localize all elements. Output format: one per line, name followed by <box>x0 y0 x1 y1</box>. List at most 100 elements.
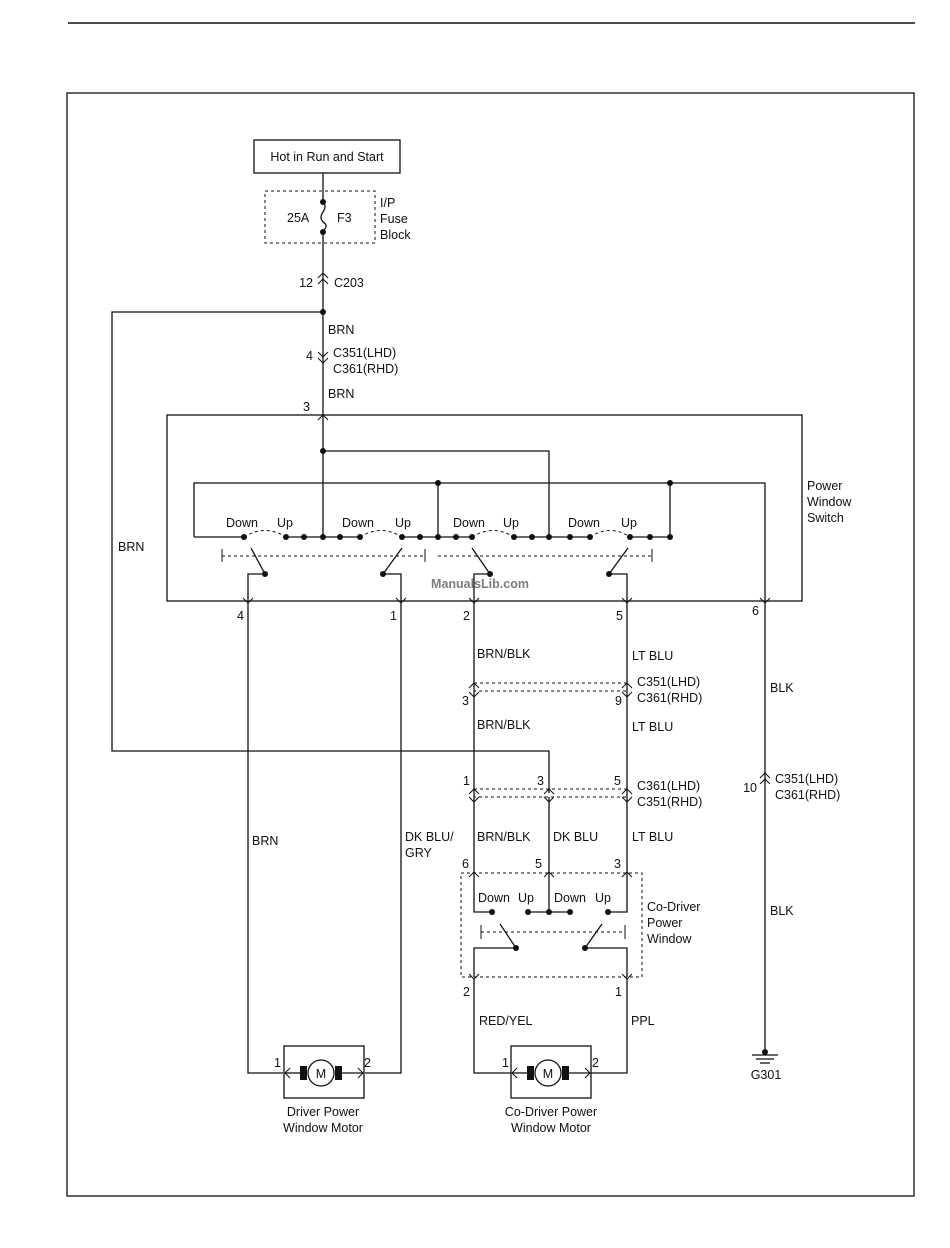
fuse-block: 25A F3 I/P Fuse Block <box>264 173 411 244</box>
power-source-box: Hot in Run and Start <box>253 139 401 174</box>
codriver-window-switch: 6 5 3 Co-Driver Power Window Down Up Dow… <box>460 857 700 999</box>
c361-low-connector: 1 3 5 C361(LHD) C351(RHD) <box>463 774 702 809</box>
power-window-switch: 3 Power Window Switch <box>166 400 852 623</box>
c203-connector: 12 C203 <box>299 272 364 290</box>
svg-text:Up: Up <box>621 516 637 530</box>
driver-motor-wire-2 <box>365 601 402 1074</box>
svg-text:Down: Down <box>226 516 258 530</box>
wire-label-lt-blu-1: LT BLU <box>632 649 673 663</box>
switch-title-3: Switch <box>807 511 844 525</box>
switch-pin-1: 1 <box>390 609 397 623</box>
svg-text:C203: C203 <box>334 276 364 290</box>
fuse-rating: 25A <box>287 211 310 225</box>
codriver-window-motor: M 1 2 Co-Driver Power Window Motor <box>502 1045 599 1135</box>
driver-motor-symbol: M <box>316 1067 326 1081</box>
svg-text:6: 6 <box>462 857 469 871</box>
wire-label-ppl: PPL <box>631 1014 655 1028</box>
ground-symbol: G301 <box>751 1049 782 1082</box>
driver-motor-wire-1 <box>247 601 283 1074</box>
wire-label-brn-top: BRN <box>328 323 354 337</box>
power-source-label: Hot in Run and Start <box>270 150 384 164</box>
wire-label-brn-blk-1: BRN/BLK <box>477 647 531 661</box>
svg-text:C361(RHD): C361(RHD) <box>333 362 398 376</box>
wire-label-lt-blu-3: LT BLU <box>632 830 673 844</box>
wire-label-blk-1: BLK <box>770 681 794 695</box>
svg-text:10: 10 <box>743 781 757 795</box>
c351-top-connector: 4 C351(LHD) C361(RHD) <box>306 346 398 376</box>
svg-text:C351(RHD): C351(RHD) <box>637 795 702 809</box>
svg-text:5: 5 <box>614 774 621 788</box>
switch-pin-4: 4 <box>237 609 244 623</box>
driver-motor-label-2: Window Motor <box>283 1121 363 1135</box>
svg-text:2: 2 <box>364 1056 371 1070</box>
wire-label-brn-driver: BRN <box>252 834 278 848</box>
svg-text:Up: Up <box>395 516 411 530</box>
wire-label-brn-blk-3: BRN/BLK <box>477 830 531 844</box>
svg-text:Up: Up <box>518 891 534 905</box>
svg-text:2: 2 <box>463 985 470 999</box>
codriver-motor-label-2: Window Motor <box>511 1121 591 1135</box>
wire-label-brn-blk-2: BRN/BLK <box>477 718 531 732</box>
svg-text:1: 1 <box>615 985 622 999</box>
svg-text:3: 3 <box>462 694 469 708</box>
svg-text:1: 1 <box>274 1056 281 1070</box>
switch-pin-2: 2 <box>463 609 470 623</box>
svg-text:Down: Down <box>568 516 600 530</box>
wire-label-brn-left: BRN <box>118 540 144 554</box>
wire-label-blk-2: BLK <box>770 904 794 918</box>
svg-text:9: 9 <box>615 694 622 708</box>
switch-title-1: Power <box>807 479 842 493</box>
svg-text:3: 3 <box>614 857 621 871</box>
codriver-motor-symbol: M <box>543 1067 553 1081</box>
svg-text:2: 2 <box>592 1056 599 1070</box>
svg-text:Up: Up <box>595 891 611 905</box>
svg-text:C351(LHD): C351(LHD) <box>333 346 396 360</box>
wire-label-brn-switch: BRN <box>328 387 354 401</box>
svg-text:Power: Power <box>647 916 682 930</box>
svg-text:Up: Up <box>277 516 293 530</box>
wire-label-red-yel: RED/YEL <box>479 1014 533 1028</box>
wire-label-dk-blu: DK BLU <box>553 830 598 844</box>
fuse-id: F3 <box>337 211 352 225</box>
svg-text:C361(LHD): C361(LHD) <box>637 779 700 793</box>
fuse-block-label-1: I/P <box>380 196 395 210</box>
svg-text:Window: Window <box>647 932 692 946</box>
svg-text:Down: Down <box>554 891 586 905</box>
c351-blk-connector: 10 C351(LHD) C361(RHD) <box>743 772 840 802</box>
svg-text:Up: Up <box>503 516 519 530</box>
switch-pin-6: 6 <box>752 604 759 618</box>
svg-text:12: 12 <box>299 276 313 290</box>
svg-text:Down: Down <box>342 516 374 530</box>
svg-text:3: 3 <box>537 774 544 788</box>
brn-loop-wire <box>111 311 550 793</box>
fuse-block-label-3: Block <box>380 228 411 242</box>
svg-text:Down: Down <box>478 891 510 905</box>
ground-label: G301 <box>751 1068 782 1082</box>
svg-text:1: 1 <box>463 774 470 788</box>
wire-label-dkblu-gry-2: GRY <box>405 846 433 860</box>
driver-window-motor: M 1 2 Driver Power Window Motor <box>274 1045 371 1135</box>
driver-motor-label-1: Driver Power <box>287 1105 359 1119</box>
switch-title-2: Window <box>807 495 852 509</box>
svg-text:C361(RHD): C361(RHD) <box>637 691 702 705</box>
svg-text:5: 5 <box>535 857 542 871</box>
wire-label-lt-blu-2: LT BLU <box>632 720 673 734</box>
svg-text:C351(LHD): C351(LHD) <box>637 675 700 689</box>
red-yel-wire <box>473 979 511 1074</box>
fuse-block-label-2: Fuse <box>380 212 408 226</box>
watermark-text: ManualsLib.com <box>431 577 529 591</box>
switch-top-pin: 3 <box>303 400 310 414</box>
diagram-frame <box>66 92 915 1197</box>
svg-text:Down: Down <box>453 516 485 530</box>
svg-text:C351(LHD): C351(LHD) <box>775 772 838 786</box>
svg-text:1: 1 <box>502 1056 509 1070</box>
ppl-wire <box>591 979 628 1074</box>
svg-text:C361(RHD): C361(RHD) <box>775 788 840 802</box>
c351-mid-connector: 3 9 C351(LHD) C361(RHD) <box>462 675 702 708</box>
svg-text:Co-Driver: Co-Driver <box>647 900 700 914</box>
codriver-motor-label-1: Co-Driver Power <box>505 1105 597 1119</box>
switch-pin-5: 5 <box>616 609 623 623</box>
wire-label-dkblu-gry-1: DK BLU/ <box>405 830 454 844</box>
svg-text:4: 4 <box>306 349 313 363</box>
